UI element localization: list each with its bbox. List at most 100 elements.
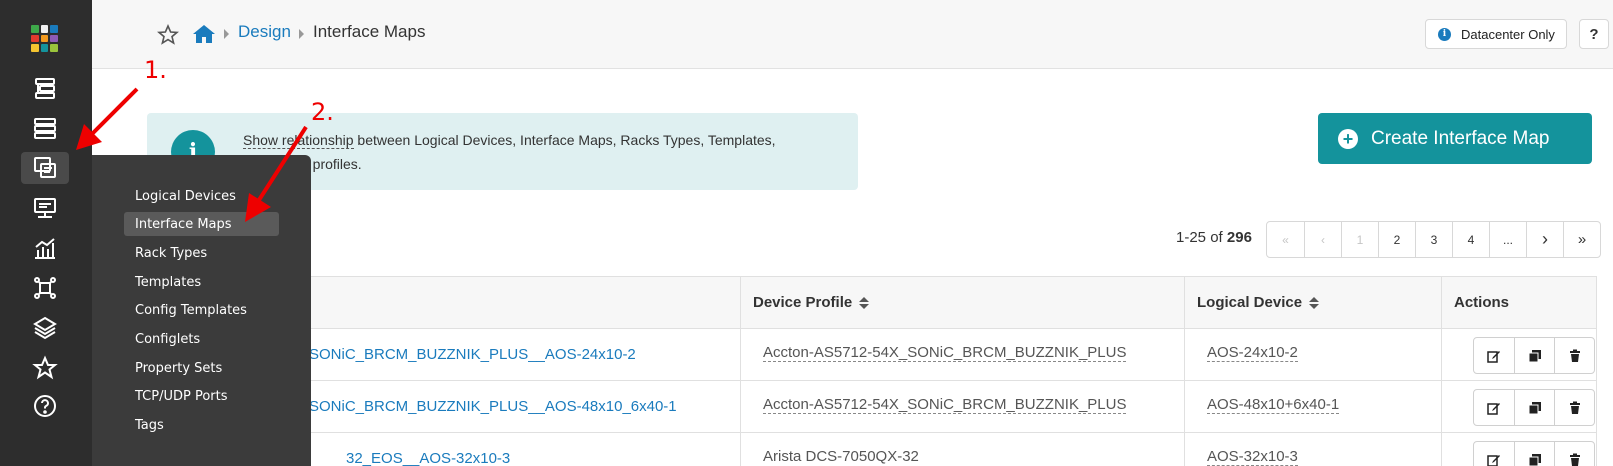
interface-map-name-link[interactable]: 32_EOS__AOS-32x10-3: [268, 450, 510, 466]
external-systems-icon[interactable]: [21, 272, 69, 304]
top-header: Design Interface Maps i Datacenter Only …: [92, 0, 1613, 69]
favorite-star-icon[interactable]: [156, 23, 180, 46]
page-4-button[interactable]: 4: [1452, 222, 1489, 257]
interface-map-name-value[interactable]: 32_EOS__AOS-32x10-3: [346, 450, 511, 466]
table-header: Device Profile Logical Device Actions: [141, 277, 1596, 329]
first-page-button[interactable]: «: [1282, 232, 1289, 247]
create-interface-map-label: Create Interface Map: [1371, 127, 1550, 149]
breadcrumb-separator-icon: [224, 29, 229, 39]
next-page-button[interactable]: ›: [1526, 222, 1563, 257]
pagination-of: of: [1210, 229, 1223, 246]
sort-icon: [1309, 296, 1320, 309]
logical-device-cell[interactable]: AOS-24x10-2: [1207, 344, 1298, 362]
edit-icon: [1487, 454, 1500, 466]
info-text-line1: between Logical Devices, Interface Maps,…: [353, 132, 776, 148]
help-circle-icon[interactable]: [21, 390, 69, 422]
column-divider: [740, 277, 741, 466]
clone-button[interactable]: [1514, 338, 1554, 373]
page-1-button[interactable]: 1: [1341, 222, 1378, 257]
resources-icon[interactable]: [21, 192, 69, 224]
datacenter-only-badge[interactable]: i Datacenter Only: [1425, 19, 1567, 49]
menu-item-config-templates[interactable]: Config Templates: [135, 302, 247, 318]
prev-page-button[interactable]: ‹: [1304, 222, 1341, 257]
interface-maps-table: Device Profile Logical Device Actions SO…: [140, 276, 1597, 466]
interface-map-name-link[interactable]: SONiC_BRCM_BUZZNIK_PLUS__AOS-48x10_6x40-…: [309, 398, 677, 415]
edit-icon: [1487, 402, 1500, 415]
pagination-range: 1-25: [1176, 229, 1207, 246]
column-divider: [1441, 277, 1442, 466]
info-text-line2: e profiles.: [301, 156, 362, 172]
device-profile-cell[interactable]: Accton-AS5712-54X_SONiC_BRCM_BUZZNIK_PLU…: [763, 344, 1127, 362]
delete-button[interactable]: [1554, 442, 1594, 466]
edit-button[interactable]: [1474, 338, 1514, 373]
design-icon[interactable]: [21, 152, 69, 184]
page-3-button[interactable]: 3: [1415, 222, 1452, 257]
column-divider: [1184, 277, 1185, 466]
logical-device-cell[interactable]: AOS-48x10+6x40-1: [1207, 396, 1340, 414]
clone-icon: [1528, 453, 1541, 466]
menu-item-tags[interactable]: Tags: [135, 417, 164, 433]
pagination-summary: 1-25 of 296: [1176, 229, 1252, 246]
help-button[interactable]: ?: [1579, 19, 1609, 49]
devices-icon[interactable]: [21, 112, 69, 144]
table-row: SONiC_BRCM_BUZZNIK_PLUS__AOS-48x10_6x40-…: [141, 381, 1596, 433]
edit-button[interactable]: [1474, 442, 1514, 466]
menu-item-templates[interactable]: Templates: [135, 274, 202, 290]
info-text: Show relationship between Logical Device…: [243, 128, 833, 176]
interface-map-name-link[interactable]: SONiC_BRCM_BUZZNIK_PLUS__AOS-24x10-2: [309, 346, 636, 363]
sort-icon: [859, 296, 870, 309]
clone-button[interactable]: [1514, 390, 1554, 425]
breadcrumb-separator-icon: [299, 29, 304, 39]
device-profile-value[interactable]: Accton-AS5712-54X_SONiC_BRCM_BUZZNIK_PLU…: [763, 344, 1127, 362]
delete-button[interactable]: [1554, 390, 1594, 425]
last-page-button[interactable]: »: [1563, 222, 1600, 257]
page-2-button[interactable]: 2: [1378, 222, 1415, 257]
design-flyout-menu: Logical Devices Interface Maps Rack Type…: [92, 155, 311, 466]
analytics-icon[interactable]: [21, 232, 69, 264]
menu-item-interface-maps[interactable]: Interface Maps: [124, 212, 279, 236]
blueprints-icon[interactable]: [21, 72, 69, 104]
menu-item-property-sets[interactable]: Property Sets: [135, 360, 223, 376]
device-profile-cell[interactable]: Accton-AS5712-54X_SONiC_BRCM_BUZZNIK_PLU…: [763, 396, 1127, 414]
row-actions: [1473, 337, 1595, 374]
device-profile-value: Arista DCS-7050QX-32: [763, 448, 919, 465]
clone-icon: [1528, 401, 1541, 414]
device-profile-header-label: Device Profile: [753, 294, 853, 311]
favorites-star-icon[interactable]: [21, 352, 69, 384]
info-icon: i: [1438, 27, 1451, 41]
trash-icon: [1569, 349, 1580, 362]
menu-item-rack-types[interactable]: Rack Types: [135, 245, 208, 261]
breadcrumb-design-link[interactable]: Design: [238, 22, 291, 41]
logical-device-value[interactable]: AOS-24x10-2: [1207, 344, 1298, 362]
edit-button[interactable]: [1474, 390, 1514, 425]
clone-button[interactable]: [1514, 442, 1554, 466]
table-row: SONiC_BRCM_BUZZNIK_PLUS__AOS-24x10-2 Acc…: [141, 329, 1596, 381]
page-ellipsis-button[interactable]: ...: [1489, 222, 1526, 257]
pagination-total: 296: [1226, 229, 1252, 246]
annotation-step-2: 2.: [311, 98, 334, 126]
trash-icon: [1569, 401, 1580, 414]
menu-item-configlets[interactable]: Configlets: [135, 331, 201, 347]
logical-device-column-header[interactable]: Logical Device: [1197, 294, 1320, 311]
nav-rail: [0, 0, 92, 466]
annotation-step-1: 1.: [144, 56, 167, 84]
show-relationship-link[interactable]: Show relationship: [243, 132, 354, 149]
app-logo-icon[interactable]: [31, 25, 58, 52]
menu-item-tcp-udp-ports[interactable]: TCP/UDP Ports: [135, 388, 228, 404]
edit-icon: [1487, 350, 1500, 363]
logical-device-value[interactable]: AOS-32x10-3: [1207, 448, 1298, 466]
table-row: 32_EOS__AOS-32x10-3 Arista DCS-7050QX-32…: [141, 433, 1596, 466]
actions-column-header: Actions: [1454, 294, 1510, 311]
logical-device-cell[interactable]: AOS-32x10-3: [1207, 448, 1298, 466]
plus-circle-icon: +: [1338, 128, 1358, 149]
create-interface-map-button[interactable]: + Create Interface Map: [1318, 113, 1592, 164]
menu-item-logical-devices[interactable]: Logical Devices: [135, 188, 236, 204]
device-profile-value[interactable]: Accton-AS5712-54X_SONiC_BRCM_BUZZNIK_PLU…: [763, 396, 1127, 414]
layers-icon[interactable]: [21, 312, 69, 344]
home-icon[interactable]: [192, 23, 216, 45]
row-actions: [1473, 441, 1595, 466]
logical-device-value[interactable]: AOS-48x10+6x40-1: [1207, 396, 1340, 414]
device-profile-column-header[interactable]: Device Profile: [753, 294, 870, 311]
trash-icon: [1569, 453, 1580, 466]
delete-button[interactable]: [1554, 338, 1594, 373]
